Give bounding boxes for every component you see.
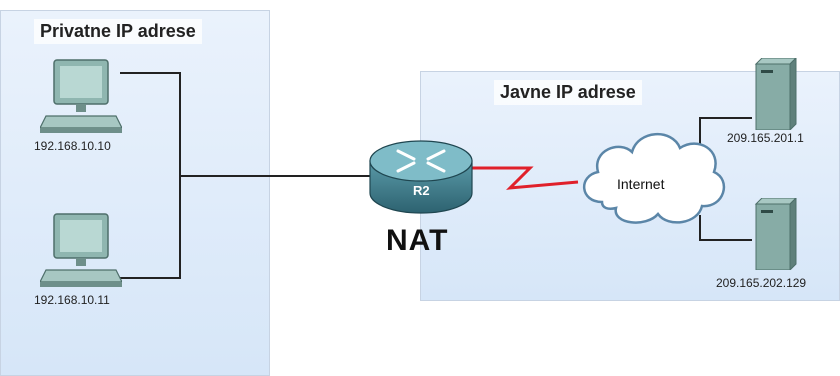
serial-link-icon — [472, 166, 579, 190]
ethernet-link-pc1 — [120, 72, 181, 176]
desktop-pc-icon — [40, 59, 122, 133]
server1-ip-label: 209.165.201.1 — [727, 131, 804, 145]
internet-label: Internet — [617, 176, 665, 192]
link-cloud-server1 — [699, 117, 752, 145]
server-icon — [754, 58, 797, 130]
nat-label: NAT — [386, 224, 449, 257]
desktop-pc-icon — [40, 213, 122, 287]
public-zone-title: Javne IP adrese — [494, 80, 642, 105]
private-zone-title: Privatne IP adrese — [34, 19, 202, 44]
router-icon — [369, 140, 473, 214]
server-icon — [754, 198, 797, 270]
pc2-ip-label: 192.168.10.11 — [34, 293, 110, 307]
router-name: R2 — [413, 183, 430, 198]
pc1-ip-label: 192.168.10.10 — [34, 139, 111, 153]
ethernet-link-pc2 — [120, 176, 181, 279]
internet-cloud-icon — [582, 132, 726, 224]
private-network-zone — [0, 10, 270, 376]
server2-ip-label: 209.165.202.129 — [716, 276, 807, 290]
link-cloud-server2 — [699, 215, 752, 241]
